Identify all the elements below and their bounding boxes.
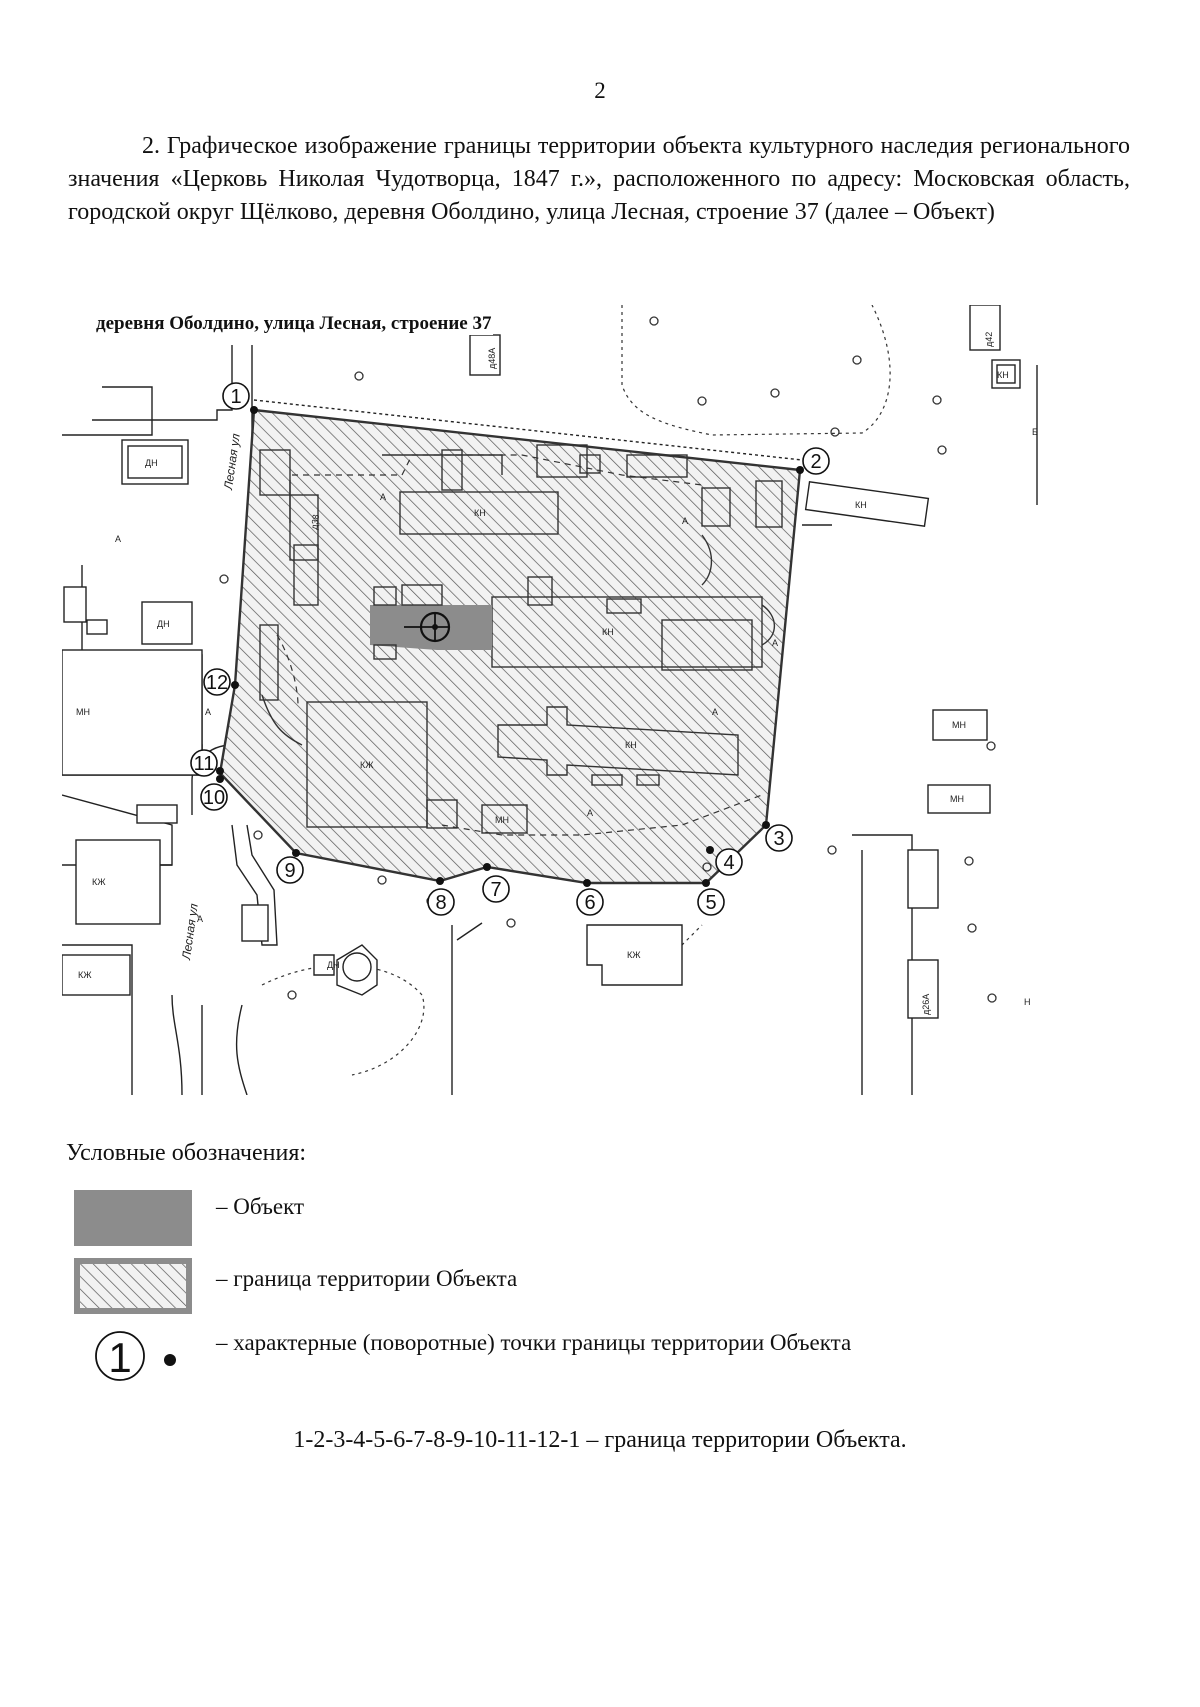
legend-item-points: 1 – характерные (поворотные) точки грани… (74, 1326, 1134, 1386)
legend-text-points: – характерные (поворотные) точки границы… (216, 1330, 852, 1355)
label-kn-5: КН (997, 370, 1009, 380)
point-label-8: 8 (427, 888, 455, 916)
label-dn-1: ДН (145, 458, 158, 468)
legend-text-object: – Объект (216, 1194, 305, 1219)
label-kzh-1: КЖ (92, 877, 106, 887)
label-dn-2: ДН (157, 619, 170, 629)
legend-item-territory: – граница территории Объекта (74, 1258, 1134, 1318)
label-a-2: А (205, 707, 211, 717)
point-label-4: 4 (715, 848, 743, 876)
label-a-7: А (772, 638, 778, 648)
label-kn-3: КН (625, 740, 637, 750)
label-house-48a: д48А (487, 348, 497, 369)
point-labels: 1 2 3 4 5 6 7 8 9 10 11 12 (190, 382, 830, 916)
point-label-3: 3 (765, 824, 793, 852)
point-label-2: 2 (802, 447, 830, 475)
label-b-1: Б (1032, 427, 1038, 437)
label-kzh-4: КЖ (627, 950, 641, 960)
boundary-sequence: 1-2-3-4-5-6-7-8-9-10-11-12-1 – граница т… (293, 1427, 907, 1453)
svg-text:11: 11 (194, 753, 215, 775)
map-caption: деревня Оболдино, улица Лесная, строение… (94, 313, 494, 335)
hatched-swatch (74, 1258, 192, 1314)
point-label-1: 1 (222, 382, 250, 410)
territory-fence (253, 399, 803, 461)
svg-text:2: 2 (810, 451, 821, 473)
svg-text:9: 9 (284, 860, 295, 882)
label-kn-4: КН (855, 500, 867, 510)
label-kn-2: КН (602, 627, 614, 637)
page-number: 2 (594, 78, 606, 103)
label-mn-2: МН (495, 815, 509, 825)
svg-text:4: 4 (723, 852, 734, 874)
label-a-5: А (682, 516, 688, 526)
label-house-38: д38 (309, 514, 321, 531)
point-label-5: 5 (697, 888, 725, 916)
legend-item-object: – Объект (74, 1190, 1134, 1250)
context-buildings (61, 304, 1021, 1019)
point-swatch-number: 1 (108, 1334, 131, 1381)
svg-text:5: 5 (705, 892, 716, 914)
inner-dashed (276, 454, 763, 836)
label-kn-1: КН (474, 508, 486, 518)
label-h-1: Н (1024, 997, 1031, 1007)
legend-text-territory: – граница территории Объекта (216, 1266, 518, 1291)
label-dn-3: ДН (327, 960, 340, 970)
street-label-north: Лесная ул (221, 432, 243, 491)
label-mn-3: МН (952, 720, 966, 730)
inner-buildings (259, 444, 783, 834)
label-kzh-3: КЖ (360, 760, 374, 770)
point-label-9: 9 (276, 856, 304, 884)
svg-text:7: 7 (490, 879, 501, 901)
svg-text:10: 10 (203, 787, 225, 809)
boundary-points (216, 406, 804, 887)
point-label-11: 11 (190, 749, 218, 777)
point-label-7: 7 (482, 875, 510, 903)
point-swatch: 1 (95, 1331, 176, 1381)
label-kzh-2: КЖ (78, 970, 92, 980)
point-label-12: 12 (203, 668, 231, 696)
intro-paragraph: 2. Графическое изображение границы терри… (68, 133, 1130, 225)
territory-map: Лесная ул Лесная ул ДН ДН МН КЖ КЖ КН КН… (61, 304, 1138, 1096)
svg-text:1: 1 (230, 386, 241, 408)
label-mn-1: МН (76, 707, 90, 717)
label-a-4: А (380, 492, 386, 502)
svg-text:6: 6 (584, 892, 595, 914)
label-house-42: д42 (984, 332, 994, 347)
street-label-south: Лесная ул (179, 902, 201, 961)
point-label-6: 6 (576, 888, 604, 916)
label-mn-4: МН (950, 794, 964, 804)
object-swatch (74, 1190, 192, 1246)
point-label-10: 10 (200, 783, 228, 811)
label-a-6: А (587, 808, 593, 818)
svg-text:3: 3 (773, 828, 784, 850)
label-a-3: А (197, 914, 203, 924)
label-house-26a: д26А (921, 994, 931, 1015)
label-a-8: А (712, 707, 718, 717)
tree-icons (219, 316, 997, 1003)
svg-text:8: 8 (435, 892, 446, 914)
svg-text:12: 12 (206, 672, 228, 694)
label-a-1: А (115, 534, 121, 544)
church-object (370, 584, 492, 660)
legend-title: Условные обозначения: (66, 1140, 307, 1166)
